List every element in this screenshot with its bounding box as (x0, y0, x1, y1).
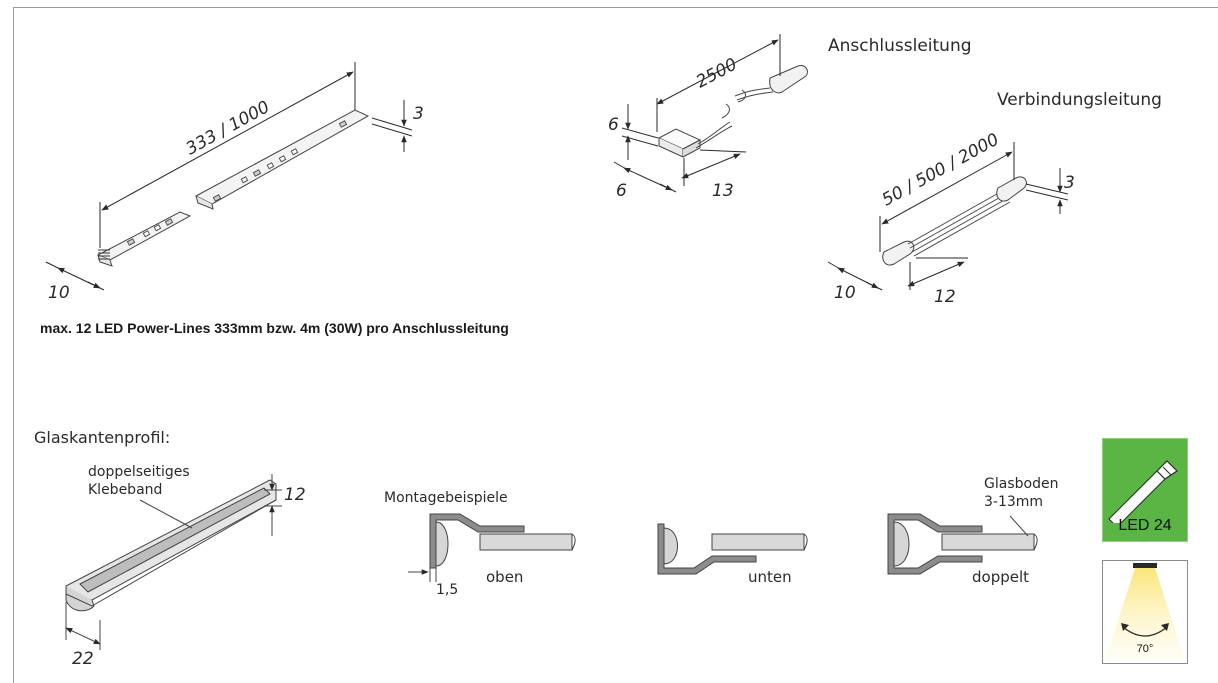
beam-angle-badge: 70° (1102, 560, 1188, 664)
mounting-top-drawing (408, 513, 576, 582)
led-24-label: LED 24 (1118, 517, 1172, 534)
mounting-bottom-drawing (657, 523, 808, 575)
connection-cable-height-label: 3 (1064, 173, 1075, 193)
connection-cable-plug-depth-label: 12 (934, 287, 956, 307)
strip-height-label: 3 (413, 104, 424, 124)
tape-label-line-2: Klebeband (88, 482, 162, 498)
profile-height-label: 12 (284, 485, 306, 505)
mounting-bottom-label: unten (748, 568, 792, 586)
mounting-thickness-label: 1,5 (436, 582, 458, 598)
strip-length-label: 333 / 1000 (183, 97, 273, 159)
tape-label-line-1: doppelseitiges (88, 464, 190, 480)
beam-angle-icon (1105, 563, 1185, 661)
supply-cable-drawing (613, 34, 808, 193)
profile-title: Glaskantenprofil: (34, 428, 171, 447)
supply-cable-title: Anschlussleitung (828, 36, 972, 56)
connection-cable-length-label: 50 / 500 / 2000 (879, 130, 1003, 211)
strip-width-label: 10 (48, 283, 70, 303)
led-strip-icon (1108, 460, 1178, 523)
mounting-double-label: doppelt (972, 568, 1029, 586)
connection-cable-title: Verbindungsleitung (997, 90, 1162, 110)
profile-width-label: 22 (72, 649, 94, 669)
beam-angle-label: 70° (1136, 643, 1154, 655)
power-note: max. 12 LED Power-Lines 333mm bzw. 4m (3… (40, 320, 509, 336)
plug-width-label: 6 (616, 181, 627, 201)
plug-height-label: 6 (608, 115, 619, 135)
connection-cable-drawing (827, 142, 1069, 291)
connection-cable-width-label: 10 (834, 283, 856, 303)
mounting-title: Montagebeispiele (384, 490, 508, 506)
supply-cable-length-label: 2500 (693, 54, 741, 92)
mounting-top-label: oben (486, 568, 523, 586)
drawing-frame (13, 7, 1218, 683)
glass-label-line-1: Glasboden (984, 476, 1058, 492)
led-24-badge: LED 24 (1102, 438, 1188, 542)
glass-label-line-2: 3-13mm (984, 494, 1043, 510)
mounting-double-drawing (887, 513, 1038, 575)
led-strip-drawing (45, 62, 413, 291)
glass-edge-profile-drawing (65, 474, 282, 650)
plug-depth-label: 13 (712, 181, 734, 201)
